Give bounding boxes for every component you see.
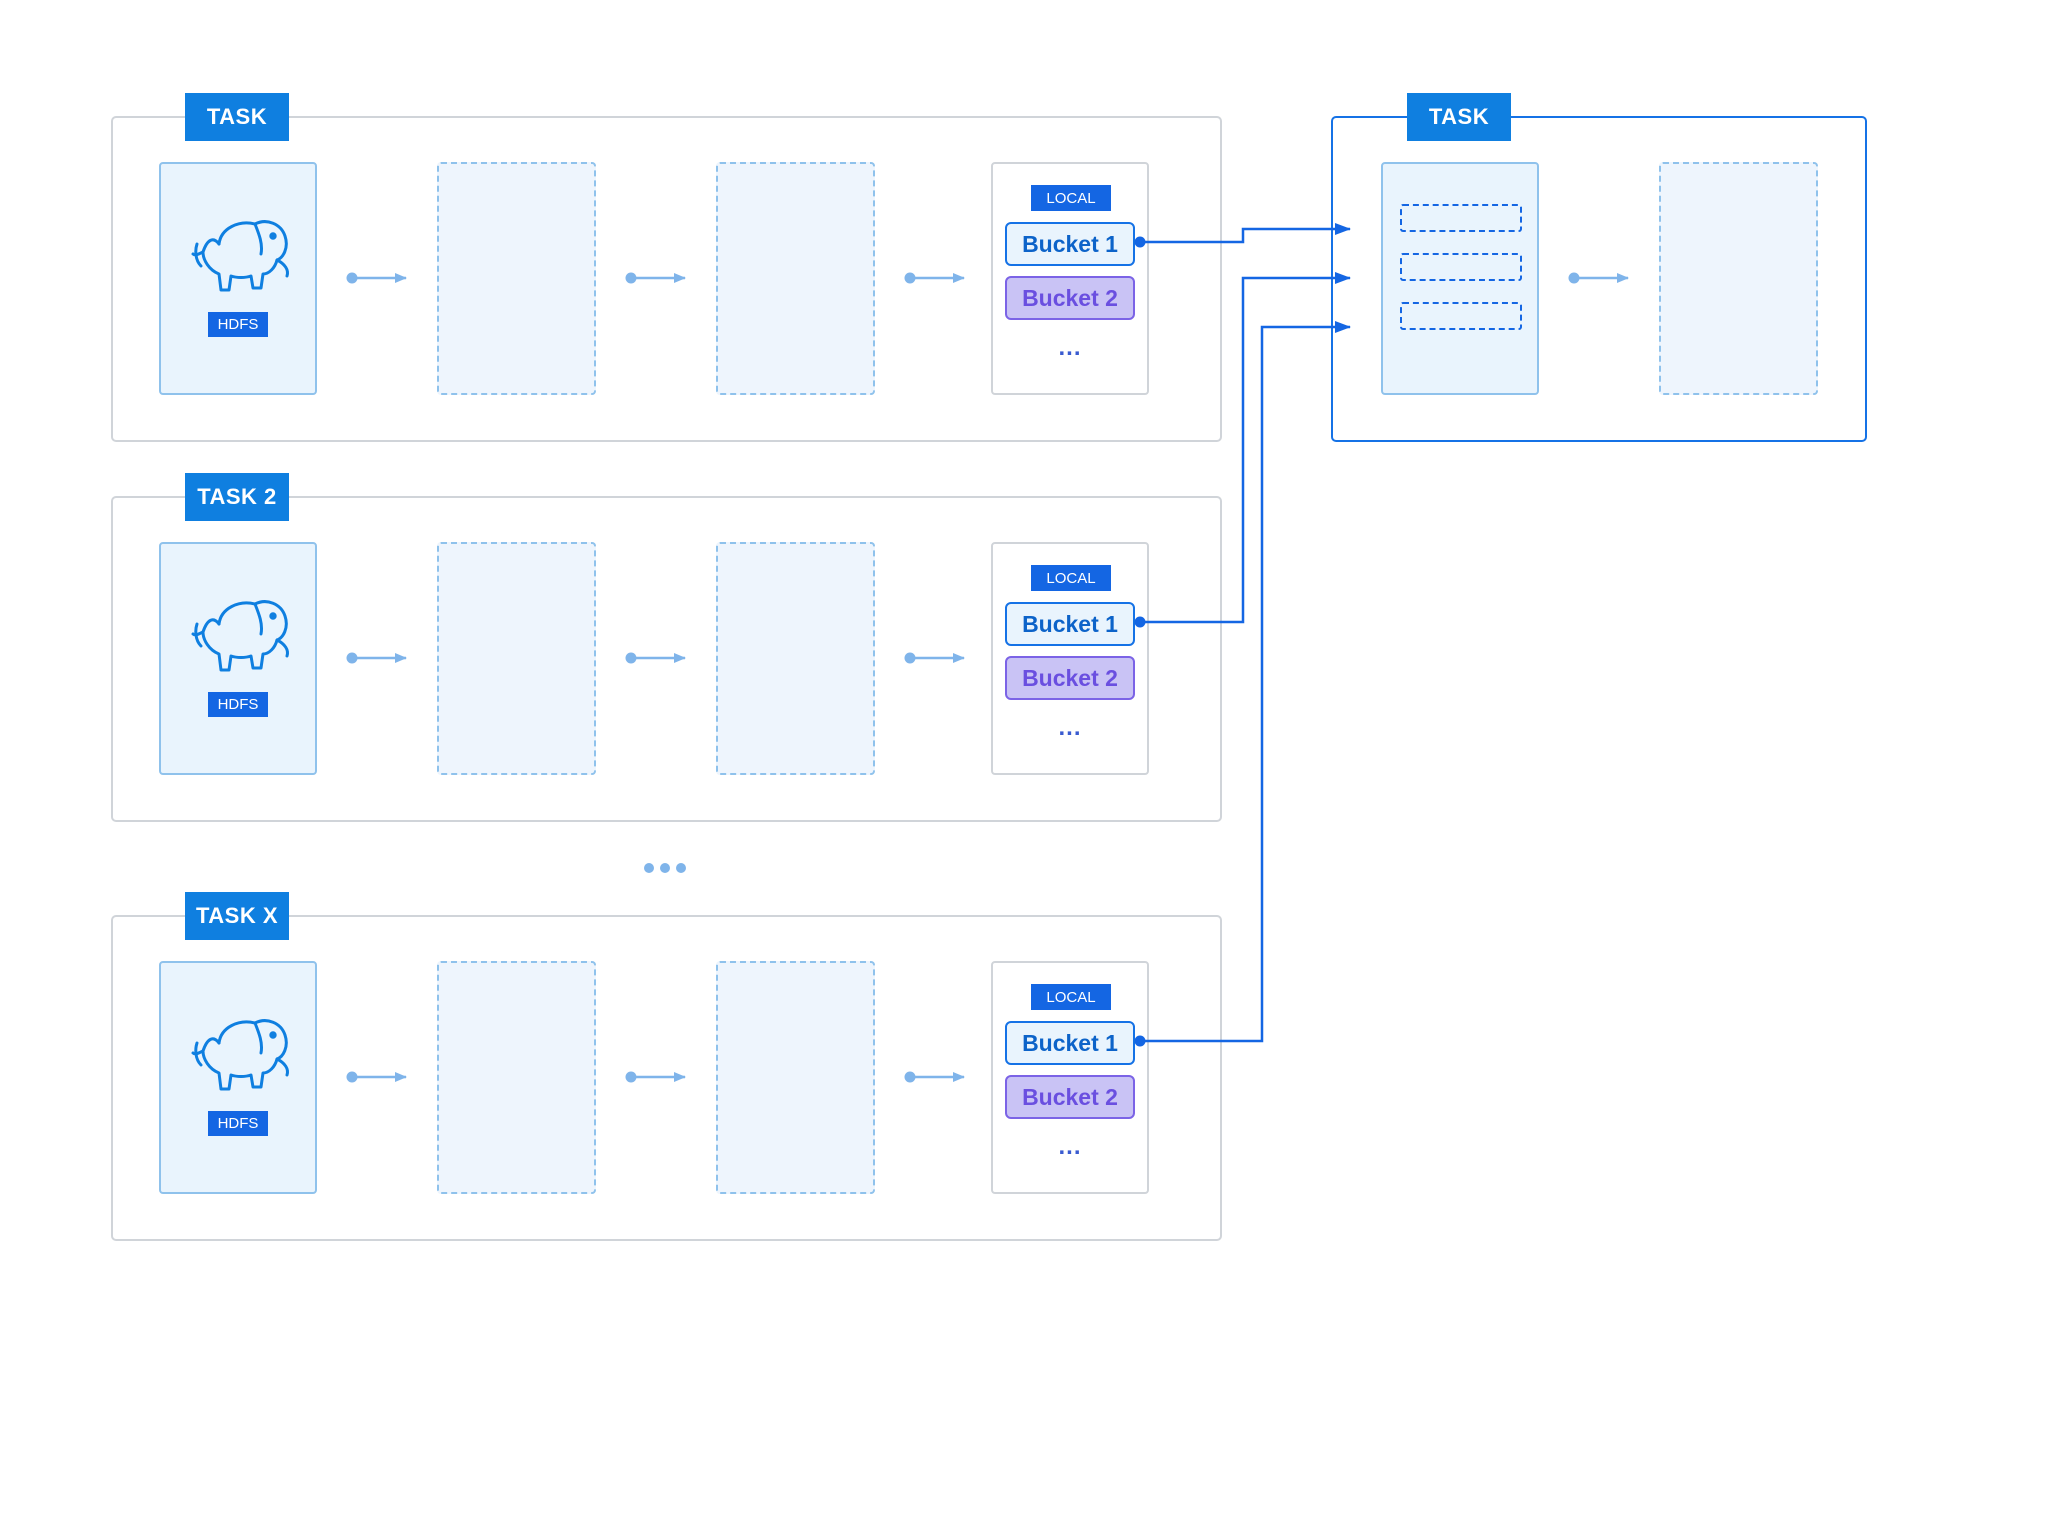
hdfs-label-2: HDFS bbox=[208, 692, 268, 717]
hadoop-elephant-icon bbox=[191, 600, 289, 672]
task-frame-x bbox=[111, 915, 1222, 1241]
stage-placeholder-2a bbox=[437, 542, 596, 775]
task-title-x: TASK X bbox=[185, 892, 289, 940]
task-title-1: TASK bbox=[185, 93, 289, 141]
bucket-1-task-x[interactable]: Bucket 1 bbox=[1005, 1021, 1135, 1065]
hadoop-elephant-icon bbox=[191, 220, 289, 292]
arrow-right-icon bbox=[904, 1071, 965, 1083]
arrow-right-icon bbox=[625, 1071, 686, 1083]
arrow-right-icon bbox=[346, 272, 407, 284]
task-frame-1 bbox=[111, 116, 1222, 442]
bucket-1-task-1[interactable]: Bucket 1 bbox=[1005, 222, 1135, 266]
merge-slot-2 bbox=[1400, 253, 1522, 281]
local-label-2: LOCAL bbox=[1031, 565, 1111, 591]
hdfs-source-panel-x: HDFS bbox=[159, 961, 317, 1194]
target-stage-placeholder bbox=[1659, 162, 1818, 395]
more-buckets-x: ... bbox=[1058, 1133, 1082, 1160]
arrow-right-icon bbox=[346, 1071, 407, 1083]
arrow-right-icon bbox=[625, 272, 686, 284]
shuffle-connector-task-1 bbox=[1134, 223, 1351, 248]
stage-placeholder-1b bbox=[716, 162, 875, 395]
hdfs-source-panel-1: HDFS bbox=[159, 162, 317, 395]
arrow-right-icon bbox=[625, 652, 686, 664]
task-title-2: TASK 2 bbox=[185, 473, 289, 521]
bucket-1-task-2[interactable]: Bucket 1 bbox=[1005, 602, 1135, 646]
more-buckets-2: ... bbox=[1058, 714, 1082, 741]
stage-placeholder-xb bbox=[716, 961, 875, 1194]
local-label-x: LOCAL bbox=[1031, 984, 1111, 1010]
hdfs-source-panel-2: HDFS bbox=[159, 542, 317, 775]
local-label-1: LOCAL bbox=[1031, 185, 1111, 211]
stage-placeholder-1a bbox=[437, 162, 596, 395]
local-storage-panel-2: LOCAL Bucket 1 Bucket 2 ... bbox=[991, 542, 1149, 775]
hdfs-label-x: HDFS bbox=[208, 1111, 268, 1136]
shuffle-connector-task-2 bbox=[1134, 272, 1351, 628]
bucket-2-task-x[interactable]: Bucket 2 bbox=[1005, 1075, 1135, 1119]
merge-slot-1 bbox=[1400, 204, 1522, 232]
bucket-2-task-2[interactable]: Bucket 2 bbox=[1005, 656, 1135, 700]
merge-slot-3 bbox=[1400, 302, 1522, 330]
arrow-right-icon bbox=[346, 652, 407, 664]
more-buckets-1: ... bbox=[1058, 334, 1082, 361]
shuffle-connector-task-x bbox=[1134, 321, 1351, 1047]
task-frame-2 bbox=[111, 496, 1222, 822]
bucket-2-task-1[interactable]: Bucket 2 bbox=[1005, 276, 1135, 320]
target-task-title: TASK bbox=[1407, 93, 1511, 141]
hadoop-elephant-icon bbox=[191, 1019, 289, 1091]
local-storage-panel-1: LOCAL Bucket 1 Bucket 2 ... bbox=[991, 162, 1149, 395]
merge-buffer-panel bbox=[1381, 162, 1539, 395]
local-storage-panel-x: LOCAL Bucket 1 Bucket 2 ... bbox=[991, 961, 1149, 1194]
stage-placeholder-xa bbox=[437, 961, 596, 1194]
ellipsis-icon bbox=[644, 863, 686, 873]
hdfs-label-1: HDFS bbox=[208, 312, 268, 337]
arrow-right-icon bbox=[1568, 272, 1629, 284]
stage-placeholder-2b bbox=[716, 542, 875, 775]
arrow-right-icon bbox=[904, 272, 965, 284]
arrow-right-icon bbox=[904, 652, 965, 664]
